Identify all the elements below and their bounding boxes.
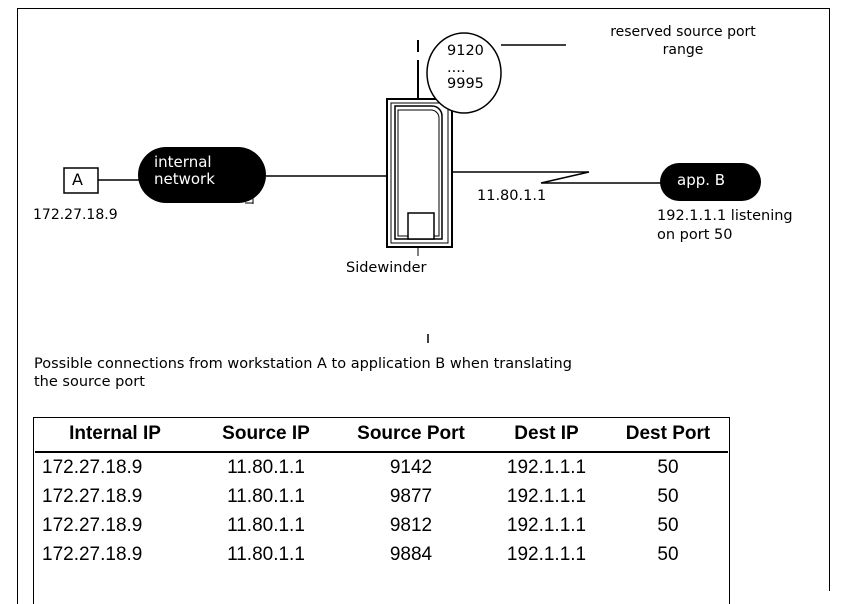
- cell-dest-ip: 192.1.1.1: [506, 514, 587, 536]
- caption-line1: Possible connections from workstation A …: [34, 356, 572, 372]
- internal-network-label: internal network: [154, 154, 215, 188]
- cell-dest-ip: 192.1.1.1: [506, 456, 587, 478]
- cell-source-port: 9142: [389, 456, 433, 478]
- cell-dest-ip: 192.1.1.1: [506, 485, 587, 507]
- port-range-bubble: [426, 32, 502, 114]
- cell-dest-port: 50: [657, 485, 679, 507]
- reserved-label-line1: reserved source port: [610, 24, 756, 40]
- cell-source-ip: 11.80.1.1: [227, 543, 305, 565]
- firewall-ip: 11.80.1.1: [477, 188, 547, 204]
- cell-source-ip: 11.80.1.1: [227, 514, 305, 536]
- cell-dest-ip: 192.1.1.1: [506, 543, 587, 565]
- cell-internal-ip: 172.27.18.9: [42, 485, 143, 507]
- port-range-dots: ....: [447, 60, 466, 76]
- cell-source-ip: 11.80.1.1: [227, 456, 305, 478]
- cell-internal-ip: 172.27.18.9: [42, 514, 143, 536]
- internal-network-blob: [138, 147, 266, 203]
- header-source-ip: Source IP: [195, 417, 337, 453]
- table-row: 172.27.18.9 11.80.1.1 9877 192.1.1.1 50: [35, 482, 728, 511]
- header-source-port: Source Port: [337, 417, 485, 453]
- figure-caption: Possible connections from workstation A …: [34, 355, 754, 391]
- cell-dest-port: 50: [657, 543, 679, 565]
- cell-internal-ip: 172.27.18.9: [42, 456, 143, 478]
- cell-source-port: 9884: [389, 543, 433, 565]
- app-b-info: 192.1.1.1 listening on port 50: [657, 207, 793, 245]
- table-row: 172.27.18.9 11.80.1.1 9884 192.1.1.1 50: [35, 540, 728, 569]
- port-range-start: 9120: [447, 43, 484, 59]
- figure-frame-right: [829, 8, 830, 591]
- port-range-text: 9120 .... 9995: [447, 42, 484, 94]
- firewall-label: Sidewinder: [346, 260, 427, 276]
- figure-frame-left: [17, 8, 18, 604]
- figure-frame-top: [17, 8, 830, 9]
- cell-internal-ip: 172.27.18.9: [42, 543, 143, 565]
- cell-dest-port: 50: [657, 456, 679, 478]
- table-row: 172.27.18.9 11.80.1.1 9812 192.1.1.1 50: [35, 511, 728, 540]
- cell-dest-port: 50: [657, 514, 679, 536]
- header-internal-ip: Internal IP: [35, 417, 195, 453]
- table-row: 172.27.18.9 11.80.1.1 9142 192.1.1.1 50: [35, 452, 728, 482]
- firewall-device: [386, 98, 453, 248]
- reserved-range-label: reserved source port range: [583, 23, 783, 59]
- connections-table: Internal IP Source IP Source Port Dest I…: [35, 417, 728, 569]
- app-b-label: app. B: [677, 171, 726, 189]
- workstation-label: A: [72, 170, 83, 189]
- workstation-ip: 172.27.18.9: [33, 207, 118, 223]
- header-dest-ip: Dest IP: [485, 417, 608, 453]
- link-firewall-app: [452, 171, 676, 184]
- internal-network-line2: network: [154, 170, 215, 188]
- table-header-row: Internal IP Source IP Source Port Dest I…: [35, 417, 728, 453]
- app-b-blob: [660, 163, 761, 201]
- cell-source-port: 9877: [389, 485, 433, 507]
- cell-source-port: 9812: [389, 514, 433, 536]
- header-dest-port: Dest Port: [608, 417, 728, 453]
- caption-line2: the source port: [34, 374, 145, 390]
- reserved-label-line2: range: [662, 42, 704, 58]
- app-info-line1: 192.1.1.1 listening: [657, 208, 793, 224]
- app-info-line2: on port 50: [657, 227, 733, 243]
- internal-network-line1: internal: [154, 153, 212, 171]
- port-range-end: 9995: [447, 76, 484, 92]
- cell-source-ip: 11.80.1.1: [227, 485, 305, 507]
